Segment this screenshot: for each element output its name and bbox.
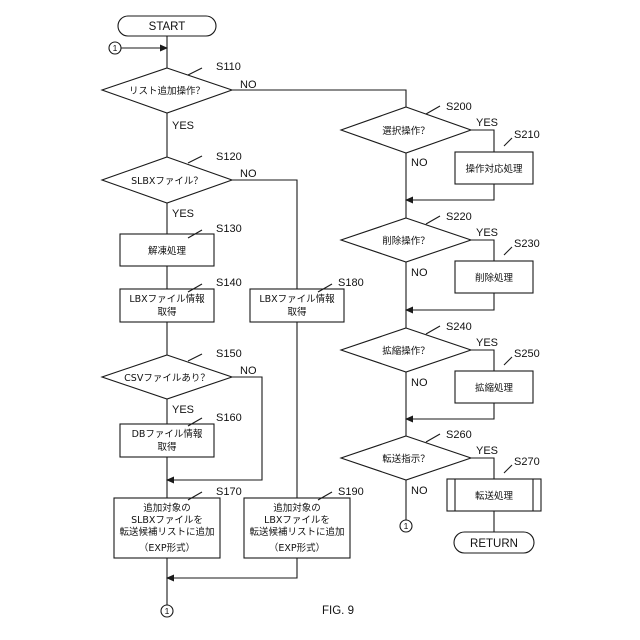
s120-leader xyxy=(188,156,202,163)
s260-yes-label: YES xyxy=(476,445,498,457)
process-s170-line2: SLBXファイルを xyxy=(131,515,203,526)
return-label: RETURN xyxy=(470,538,518,550)
flow-s210-return xyxy=(406,184,494,200)
flow-s220-yes xyxy=(471,240,494,261)
s250-leader xyxy=(504,357,512,365)
s230-leader xyxy=(504,247,512,255)
s120-yes-label: YES xyxy=(172,208,194,220)
process-s130-text: 解凍処理 xyxy=(148,245,187,257)
s260-leader xyxy=(426,434,440,442)
process-s170-line1: 追加対象の xyxy=(143,502,191,514)
s230-id: S230 xyxy=(514,238,540,250)
s170-id: S170 xyxy=(216,486,242,498)
process-s190-line1: 追加対象の xyxy=(273,502,321,514)
process-s190-line4: （EXP形式） xyxy=(269,542,325,554)
process-s230-text: 削除処理 xyxy=(475,272,514,284)
process-s270-text: 転送処理 xyxy=(475,490,514,502)
s110-yes-label: YES xyxy=(172,120,194,132)
s220-leader xyxy=(426,216,440,224)
s140-id: S140 xyxy=(216,277,242,289)
process-s170-line3: 転送候補リストに追加 xyxy=(119,526,214,538)
decision-s110-text: リスト追加操作？ xyxy=(129,85,205,97)
s150-no-label: NO xyxy=(240,365,257,377)
process-s210-text: 操作対応処理 xyxy=(465,163,523,175)
flow-s190-merge xyxy=(167,558,297,578)
s130-id: S130 xyxy=(216,223,242,235)
decision-s220-text: 削除操作？ xyxy=(382,235,430,247)
process-s180-line1: LBXファイル情報 xyxy=(259,293,335,305)
decision-s200-text: 選択操作？ xyxy=(382,125,430,137)
s120-id: S120 xyxy=(216,151,242,163)
connector-bottom-right-label: 1 xyxy=(404,521,409,531)
s190-id: S190 xyxy=(338,486,364,498)
s240-id: S240 xyxy=(446,321,472,333)
decision-s150-text: CSVファイルあり？ xyxy=(124,373,210,384)
s200-id: S200 xyxy=(446,101,472,113)
s180-id: S180 xyxy=(338,277,364,289)
process-s160-line1: DBファイル情報 xyxy=(132,428,203,440)
s210-leader xyxy=(504,138,512,146)
process-s190-line2: LBXファイルを xyxy=(264,515,330,526)
s250-id: S250 xyxy=(514,348,540,360)
s200-yes-label: YES xyxy=(476,117,498,129)
process-s190-line3: 転送候補リストに追加 xyxy=(249,526,344,538)
process-s140-line2: 取得 xyxy=(157,306,177,318)
s110-id: S110 xyxy=(216,61,241,73)
s110-leader xyxy=(188,68,202,75)
decision-s120-text: SLBXファイル？ xyxy=(131,176,203,187)
flow-s110-no xyxy=(232,90,406,107)
s150-leader xyxy=(188,354,202,361)
s260-id: S260 xyxy=(446,429,472,441)
start-label: START xyxy=(149,21,186,33)
s200-no-label: NO xyxy=(411,157,428,169)
s120-no-label: NO xyxy=(240,168,257,180)
s220-yes-label: YES xyxy=(476,227,498,239)
s150-id: S150 xyxy=(216,348,242,360)
decision-s240-text: 拡縮操作？ xyxy=(382,345,430,357)
flow-s120-no xyxy=(232,180,297,289)
decision-s260-text: 転送指示？ xyxy=(382,453,430,465)
s240-yes-label: YES xyxy=(476,337,498,349)
process-s250-text: 拡縮処理 xyxy=(475,382,514,394)
connector-top-label: 1 xyxy=(113,43,118,53)
flow-s200-yes xyxy=(471,130,494,152)
flow-s240-yes xyxy=(471,350,494,371)
process-s170-line4: （EXP形式） xyxy=(139,542,195,554)
connector-bottom-left-label: 1 xyxy=(165,606,170,616)
s220-id: S220 xyxy=(446,211,472,223)
s220-no-label: NO xyxy=(411,267,428,279)
s160-id: S160 xyxy=(216,412,242,424)
flow-s230-return xyxy=(406,293,494,310)
s210-id: S210 xyxy=(514,129,540,141)
flow-s260-yes xyxy=(471,458,494,479)
figure-label: FIG. 9 xyxy=(322,605,354,617)
process-s140-line1: LBXファイル情報 xyxy=(129,293,205,305)
s200-leader xyxy=(426,106,440,114)
s270-id: S270 xyxy=(514,456,540,468)
process-s180-line2: 取得 xyxy=(287,306,307,318)
s240-no-label: NO xyxy=(411,377,428,389)
s110-no-label: NO xyxy=(240,79,257,91)
flow-s250-return xyxy=(406,403,494,419)
process-s160-line2: 取得 xyxy=(157,441,177,453)
s270-leader xyxy=(504,465,512,473)
s150-yes-label: YES xyxy=(172,404,194,416)
s260-no-label: NO xyxy=(411,485,428,497)
s240-leader xyxy=(426,326,440,334)
